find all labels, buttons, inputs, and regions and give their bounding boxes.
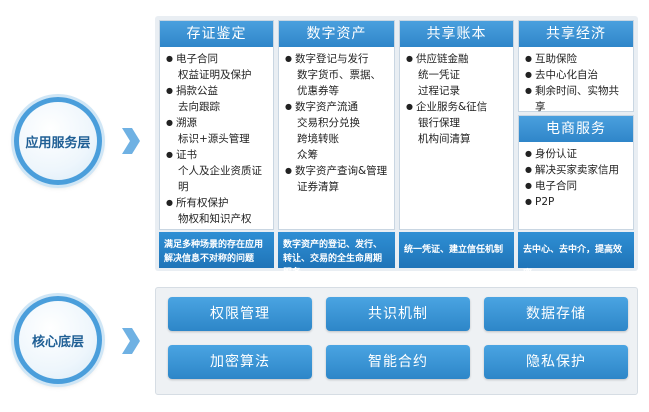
list-subitem: 标识+源头管理 xyxy=(178,133,250,145)
list-item: P2P xyxy=(525,194,627,210)
column-ecommerce: 电商服务 身份认证解决买家卖家信用电子合同P2P xyxy=(518,115,634,230)
column-body: 数字登记与发行数字货币、票据、优惠券等数字资产流通交易积分兑换跨境转账众筹数字资… xyxy=(279,47,394,195)
list-subitem: 交易积分兑换 xyxy=(297,117,360,129)
core-layer-panel: 权限管理 共识机制 数据存储 加密算法 智能合约 隐私保护 xyxy=(155,287,638,395)
list-item: 电子合同 xyxy=(525,178,627,194)
column-digital-assets: 数字资产 数字登记与发行数字货币、票据、优惠券等数字资产流通交易积分兑换跨境转账… xyxy=(278,20,395,230)
list-subitem: 数字货币、票据、 xyxy=(297,69,381,81)
list-item: 捐款公益 xyxy=(166,83,267,99)
app-layer-circle: 应用服务层 xyxy=(14,97,102,185)
list-item: 互助保险 xyxy=(525,51,627,67)
list-item: 去中心化自治 xyxy=(525,67,627,83)
core-layer-circle: 核心底层 xyxy=(14,296,102,384)
core-item-smart-contract: 智能合约 xyxy=(326,345,470,379)
app-layer-label: 应用服务层 xyxy=(25,135,91,151)
column-footer: 统一凭证、建立信任机制 xyxy=(399,232,514,268)
column-sharing-economy: 共享经济 互助保险去中心化自治剩余时间、实物共享 xyxy=(518,20,634,115)
column-body: 电子合同权益证明及保护捐款公益去向跟踪溯源标识+源头管理证书个人及企业资质证明所… xyxy=(160,47,273,227)
list-subitem: 跨境转账 xyxy=(297,133,339,145)
chevron-right-icon xyxy=(122,128,140,154)
column-footer: 满足多种场景的存在应用解决信息不对称的问题 xyxy=(159,232,274,268)
list-subitem: 过程记录 xyxy=(418,85,460,97)
list-item: 所有权保护 xyxy=(166,195,267,211)
app-service-panel: 存证鉴定 电子合同权益证明及保护捐款公益去向跟踪溯源标识+源头管理证书个人及企业… xyxy=(155,16,638,279)
list-item: 溯源 xyxy=(166,115,267,131)
list-item: 数字资产查询&管理 xyxy=(285,163,388,179)
list-subitem: 机构间清算 xyxy=(418,133,471,145)
column-title: 数字资产 xyxy=(279,21,394,47)
list-subitem: 权益证明及保护 xyxy=(178,69,252,81)
list-item: 身份认证 xyxy=(525,146,627,162)
column-body: 互助保险去中心化自治剩余时间、实物共享 xyxy=(519,47,633,115)
core-item-privacy: 隐私保护 xyxy=(484,345,628,379)
list-subitem: 众筹 xyxy=(297,149,318,161)
list-item: 剩余时间、实物共享 xyxy=(525,83,627,115)
core-item-permission: 权限管理 xyxy=(168,297,312,331)
column-footer: 去中心、去中介，提高效率 xyxy=(518,232,634,279)
column-title: 共享账本 xyxy=(400,21,513,47)
list-item: 电子合同 xyxy=(166,51,267,67)
list-subitem: 优惠券等 xyxy=(297,85,339,97)
list-subitem: 去向跟踪 xyxy=(178,101,220,113)
column-title: 存证鉴定 xyxy=(160,21,273,47)
core-item-storage: 数据存储 xyxy=(484,297,628,331)
list-item: 数字登记与发行 xyxy=(285,51,388,67)
list-subitem: 证券清算 xyxy=(297,181,339,193)
list-subitem: 个人及企业资质证明 xyxy=(178,165,262,193)
column-footer: 数字资产的登记、发行、转让、交易的全生命周期服务 xyxy=(278,232,395,278)
list-item: 证书 xyxy=(166,147,267,163)
list-item: 解决买家卖家信用 xyxy=(525,162,627,178)
list-item: 供应链金融 xyxy=(406,51,507,67)
column-title: 电商服务 xyxy=(519,116,633,142)
list-subitem: 银行保理 xyxy=(418,117,460,129)
list-item: 企业服务&征信 xyxy=(406,99,507,115)
list-item: 数字资产流通 xyxy=(285,99,388,115)
core-layer-label: 核心底层 xyxy=(31,334,84,350)
column-title: 共享经济 xyxy=(519,21,633,47)
core-item-consensus: 共识机制 xyxy=(326,297,470,331)
list-subitem: 统一凭证 xyxy=(418,69,460,81)
column-body: 身份认证解决买家卖家信用电子合同P2P xyxy=(519,142,633,210)
column-evidence: 存证鉴定 电子合同权益证明及保护捐款公益去向跟踪溯源标识+源头管理证书个人及企业… xyxy=(159,20,274,230)
chevron-right-icon xyxy=(122,328,140,354)
core-item-encryption: 加密算法 xyxy=(168,345,312,379)
list-subitem: 物权和知识产权 xyxy=(178,213,252,225)
